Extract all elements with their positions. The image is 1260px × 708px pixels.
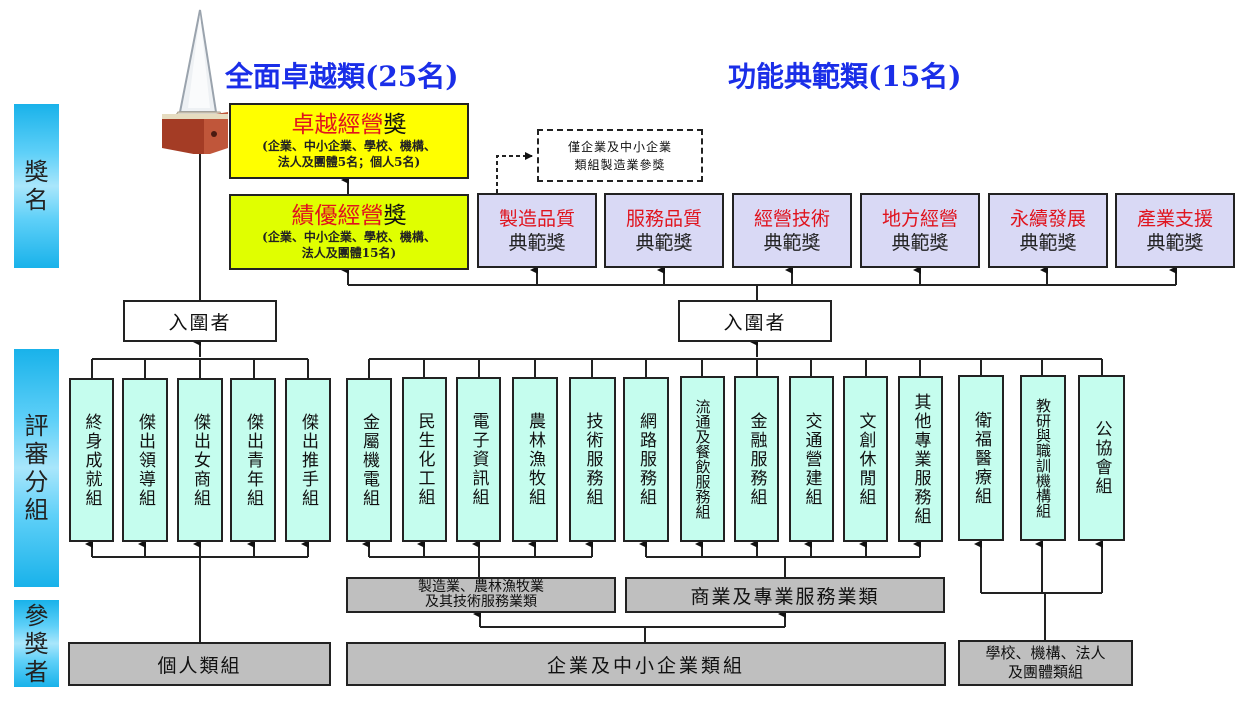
category-commerce: 商業及專業服務業類: [625, 577, 945, 613]
participant-enterprise: 企業及中小企業類組: [346, 642, 946, 686]
judging-group: 教研與職訓機構組: [1020, 375, 1066, 541]
functional-award-name: 服務品質: [625, 207, 702, 230]
award-quota-line2: 法人及團體15名): [301, 246, 397, 260]
award-suffix: 獎: [383, 203, 407, 229]
category-line1: 製造業、農林漁牧業: [418, 579, 544, 595]
judging-group: 農林漁牧組: [512, 377, 558, 542]
award-quota-line1: (企業、中小企業、學校、機構、: [262, 230, 436, 244]
judging-group: 終身成就組: [69, 378, 114, 542]
functional-award-suffix: 典範獎: [1019, 231, 1077, 254]
judging-group: 金屬機電組: [346, 378, 392, 542]
judging-group: 公協會組: [1078, 375, 1125, 541]
functional-award: 經營技術 典範獎: [732, 193, 852, 268]
judging-group: 技術服務組: [569, 377, 616, 542]
judging-group: 交通營建組: [789, 376, 834, 542]
judging-group: 電子資訊組: [456, 377, 501, 542]
functional-award: 產業支援 典範獎: [1115, 193, 1235, 268]
note-line1: 僅企業及中小企業: [567, 139, 672, 154]
participant-line2: 及團體類組: [1007, 663, 1083, 681]
title-functional: 功能典範類(15名): [728, 60, 962, 93]
trophy-icon: [158, 8, 230, 156]
sidebar-judging-groups: 評 審 分 組: [14, 349, 59, 587]
award-name: 卓越經營: [291, 112, 384, 138]
sidebar-char: 獎: [24, 158, 49, 186]
participant-line1: 學校、機構、法人: [985, 644, 1106, 662]
functional-award-suffix: 典範獎: [891, 231, 949, 254]
sidebar-participants: 參 獎 者: [14, 600, 59, 687]
sidebar-char: 分: [24, 468, 49, 496]
sidebar-char: 審: [24, 440, 49, 468]
sidebar-char: 評: [24, 412, 49, 440]
functional-award-name: 地方經營: [881, 207, 958, 230]
judging-group: 傑出女商組: [177, 378, 223, 542]
sidebar-char: 獎: [24, 629, 49, 658]
judging-group: 傑出領導組: [122, 378, 168, 542]
functional-award-suffix: 典範獎: [508, 231, 566, 254]
award-quota-line1: (企業、中小企業、學校、機構、: [262, 139, 436, 153]
functional-award-name: 產業支援: [1136, 207, 1213, 230]
judging-group: 金融服務組: [734, 376, 779, 542]
judging-group: 傑出青年組: [230, 378, 276, 542]
category-manufacturing: 製造業、農林漁牧業 及其技術服務業類: [346, 577, 616, 613]
judging-group: 衛福醫療組: [958, 375, 1004, 541]
functional-award: 服務品質 典範獎: [604, 193, 724, 268]
title-comprehensive: 全面卓越類(25名): [225, 60, 459, 93]
note-line2: 類組製造業參獎: [574, 157, 666, 172]
category-line2: 及其技術服務業類: [425, 594, 537, 610]
judging-group: 其他專業服務組: [898, 376, 943, 542]
functional-award-name: 製造品質: [498, 207, 575, 230]
award-excellence: 卓越經營獎 (企業、中小企業、學校、機構、 法人及團體5名；個人5名): [229, 103, 469, 179]
functional-award: 永續發展 典範獎: [988, 193, 1108, 268]
functional-award-name: 永續發展: [1009, 207, 1086, 230]
sidebar-char: 參: [24, 601, 49, 630]
finalist-organization: 入圍者: [678, 300, 832, 342]
sidebar-char: 名: [24, 186, 49, 214]
award-suffix: 獎: [383, 112, 407, 138]
participant-individual: 個人類組: [68, 642, 331, 686]
finalist-individual: 入圍者: [123, 300, 277, 342]
award-quota-line2: 法人及團體5名；個人5名): [277, 155, 421, 169]
sidebar-char: 者: [24, 657, 49, 686]
award-title: 績優經營獎: [292, 203, 407, 229]
award-name: 績優經營: [291, 203, 384, 229]
functional-award-suffix: 典範獎: [635, 231, 693, 254]
judging-group: 民生化工組: [402, 377, 447, 542]
award-merit: 績優經營獎 (企業、中小企業、學校、機構、 法人及團體15名): [229, 194, 469, 270]
judging-group: 文創休閒組: [843, 376, 888, 542]
functional-award-name: 經營技術: [753, 207, 830, 230]
functional-award: 地方經營 典範獎: [860, 193, 980, 268]
judging-group: 流通及餐飲服務組: [680, 376, 725, 542]
judging-group: 網路服務組: [623, 377, 669, 542]
note-manufacturing-only: 僅企業及中小企業 類組製造業參獎: [537, 129, 703, 182]
award-title: 卓越經營獎: [292, 112, 407, 138]
functional-award-suffix: 典範獎: [1146, 231, 1204, 254]
sidebar-award-names: 獎 名: [14, 104, 59, 268]
participant-institution: 學校、機構、法人 及團體類組: [958, 640, 1133, 686]
functional-award: 製造品質 典範獎: [477, 193, 597, 268]
judging-group: 傑出推手組: [285, 378, 331, 542]
functional-award-suffix: 典範獎: [763, 231, 821, 254]
sidebar-char: 組: [24, 496, 49, 524]
